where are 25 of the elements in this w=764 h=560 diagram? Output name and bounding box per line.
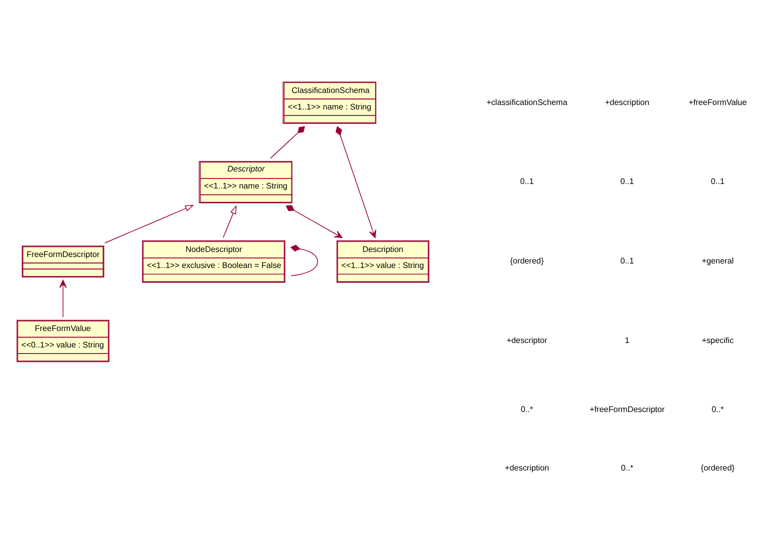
label: 0..* [621,463,634,472]
label: 0..* [520,404,534,414]
label: +description [504,463,550,472]
arrow [286,204,343,238]
label: 0..1 [620,256,634,266]
label: {ordered} [700,463,734,472]
connector [270,126,306,158]
label: 0..1 [520,176,534,186]
label: +freeFormValue [688,97,747,106]
label: +descriptor [506,336,548,345]
arrow [336,126,376,238]
arrow [59,279,67,317]
arrow [222,204,237,238]
label: +classificationSchema [486,97,568,106]
label: +description [605,97,650,106]
label: 0..* [712,404,724,414]
label: {ordered} [510,256,544,266]
label: +freeFormDescriptor [590,404,665,414]
label: 0..1 [710,176,725,186]
label: +general [702,256,734,266]
label: +specific [702,336,734,345]
connector [290,244,318,276]
label: 0..1 [620,176,634,186]
arrow [104,204,194,243]
label: 1 [624,336,630,345]
